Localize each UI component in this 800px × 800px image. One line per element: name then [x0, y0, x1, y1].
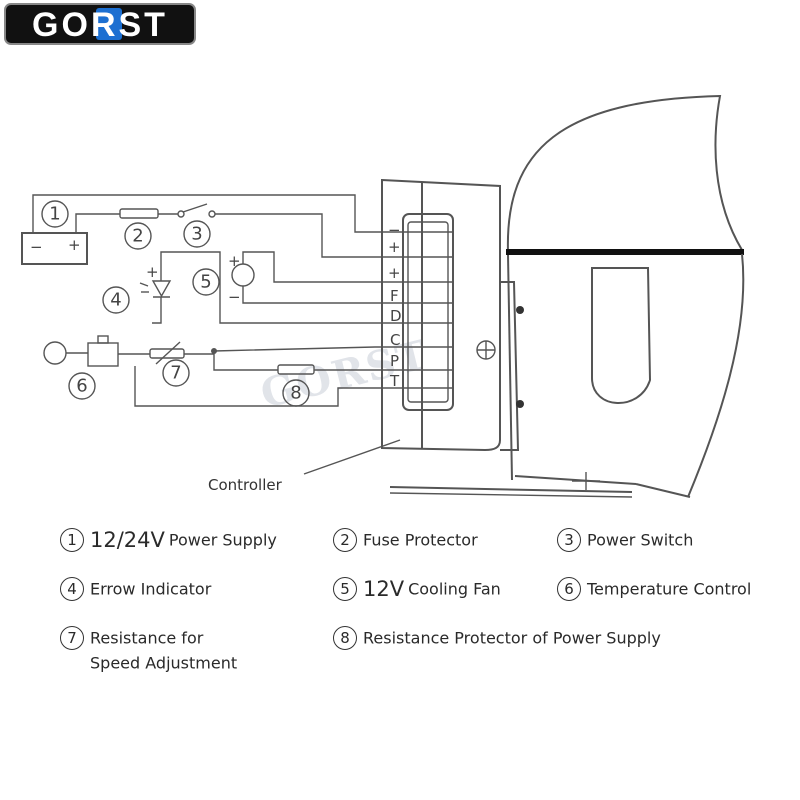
legend-item-2: 2 Fuse Protector: [333, 528, 478, 552]
terminal-lines: [380, 231, 452, 389]
battery: [21, 232, 88, 265]
legend-text-1: Power Supply: [168, 530, 277, 550]
callouts: 1 2 3 4 5 6 7 8: [41, 200, 310, 407]
pin-minus: −: [388, 221, 401, 239]
legend-item-3: 3 Power Switch: [557, 528, 693, 552]
mounting-bracket: [476, 281, 524, 451]
logo-text: GORST: [32, 6, 168, 44]
legend-item-4: 4 Errow Indicator: [60, 577, 211, 601]
switch: [182, 203, 208, 213]
pin-d: D: [390, 307, 402, 325]
legend-item-8: 8 Resistance Protector of Power Supply: [333, 626, 661, 650]
pin-p: P: [390, 352, 399, 370]
legend-text-5: Cooling Fan: [408, 579, 501, 599]
callout-6: 6: [76, 376, 87, 397]
legend-voltage-1: 12/24V: [90, 528, 165, 552]
legend-text-2: Fuse Protector: [363, 530, 478, 550]
legend-text-7b: Speed Adjustment: [90, 653, 238, 672]
terminal-pins: − + + F D C P T: [388, 221, 402, 390]
legend-mark-8: 8: [333, 626, 357, 650]
legend-text-4: Errow Indicator: [90, 579, 212, 599]
pin-plus-2: +: [388, 264, 401, 282]
legend-text-3: Power Switch: [587, 530, 694, 550]
svg-text:+: +: [68, 236, 81, 254]
pin-c: C: [390, 331, 400, 349]
legend-voltage-5: 12V: [363, 577, 405, 601]
pin-plus-1: +: [388, 238, 401, 256]
legend-mark-6: 6: [557, 577, 581, 601]
svg-text:−: −: [228, 288, 241, 306]
fuse: [119, 208, 159, 219]
legend-mark-2: 2: [333, 528, 357, 552]
legend-mark-3: 3: [557, 528, 581, 552]
legend-text-6: Temperature Control: [587, 579, 752, 599]
temp-sensor: [43, 341, 67, 365]
callout-1: 1: [49, 204, 60, 225]
base-plate: [389, 486, 633, 493]
cooling-unit: [506, 94, 745, 498]
legend-mark-4: 4: [60, 577, 84, 601]
svg-text:+: +: [146, 263, 159, 281]
svg-text:−: −: [30, 238, 43, 256]
pin-f: F: [390, 287, 399, 305]
legend-mark-1: 1: [60, 528, 84, 552]
callout-2: 2: [132, 226, 143, 247]
callout-7: 7: [170, 363, 181, 384]
controller-box: [381, 178, 501, 452]
controller-label: Controller: [208, 476, 283, 494]
indicator-led: [151, 280, 172, 298]
legend-mark-7: 7: [60, 626, 84, 650]
callout-5: 5: [200, 272, 211, 293]
thermostat: [87, 342, 119, 367]
legend-mark-5: 5: [333, 577, 357, 601]
svg-text:+: +: [228, 252, 241, 270]
callout-8: 8: [290, 383, 301, 404]
wires: − + + − +: [21, 194, 380, 407]
legend-text-7a: Resistance for: [90, 628, 204, 648]
pin-t: T: [389, 372, 400, 390]
callout-3: 3: [191, 224, 202, 245]
gorst-logo: GORST: [4, 3, 196, 45]
legend-item-6: 6 Temperature Control: [557, 577, 751, 601]
legend-text-8: Resistance Protector of Power Supply: [363, 628, 661, 648]
callout-4: 4: [110, 290, 121, 311]
